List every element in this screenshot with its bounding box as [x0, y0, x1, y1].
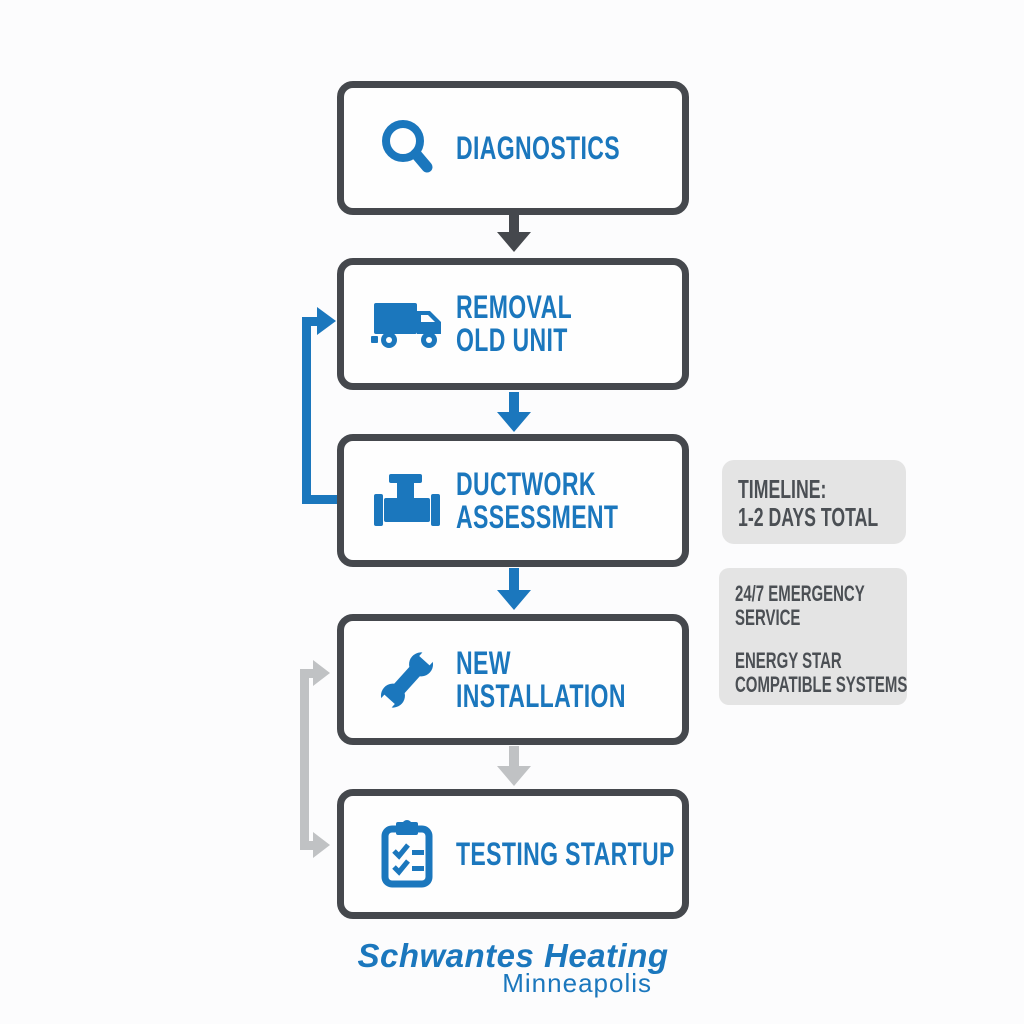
step-label-new-installation: NEW INSTALLATION [456, 644, 626, 714]
bracket-arrowhead-top-icon [313, 660, 330, 686]
bracket-connector-vertical [300, 669, 309, 850]
step-box-testing-startup: TESTING STARTUP [337, 789, 689, 919]
bracket-connector-bottom [300, 841, 314, 850]
wrench-icon [368, 646, 446, 713]
feedback-arrowhead-icon [317, 307, 336, 335]
bracket-arrowhead-bottom-icon [313, 832, 330, 858]
step-label-testing-startup: TESTING STARTUP [456, 835, 675, 872]
feedback-connector-bottom [302, 495, 342, 504]
magnifier-icon [368, 118, 446, 178]
brand-city: Minneapolis [502, 968, 652, 998]
features-panel: 24/7 EMERGENCY SERVICE ENERGY STAR COMPA… [719, 568, 907, 705]
step-box-new-installation: NEW INSTALLATION [337, 614, 689, 745]
clipboard-icon [368, 820, 446, 888]
step-label-ductwork-assessment: DUCTWORK ASSESSMENT [456, 465, 619, 535]
step-label-diagnostics: DIAGNOSTICS [456, 129, 620, 166]
step-label-removal-old-unit: REMOVAL OLD UNIT [456, 289, 573, 358]
step-box-removal-old-unit: REMOVAL OLD UNIT [337, 258, 689, 390]
pipe-icon [368, 472, 446, 530]
timeline-panel: TIMELINE: 1-2 DAYS TOTAL [722, 460, 906, 544]
feedback-connector-top [302, 317, 318, 326]
feature-energy-star: ENERGY STAR COMPATIBLE SYSTEMS [735, 648, 908, 697]
feature-emergency-service: 24/7 EMERGENCY SERVICE [735, 581, 865, 630]
step-box-ductwork-assessment: DUCTWORK ASSESSMENT [337, 434, 689, 567]
feedback-connector-vertical [302, 317, 311, 504]
bracket-connector-top [300, 669, 314, 678]
brand-name: Schwantes Heating [357, 937, 669, 974]
step-box-diagnostics: DIAGNOSTICS [337, 81, 689, 215]
timeline-text: TIMELINE: 1-2 DAYS TOTAL [738, 474, 879, 532]
truck-icon [368, 299, 446, 349]
